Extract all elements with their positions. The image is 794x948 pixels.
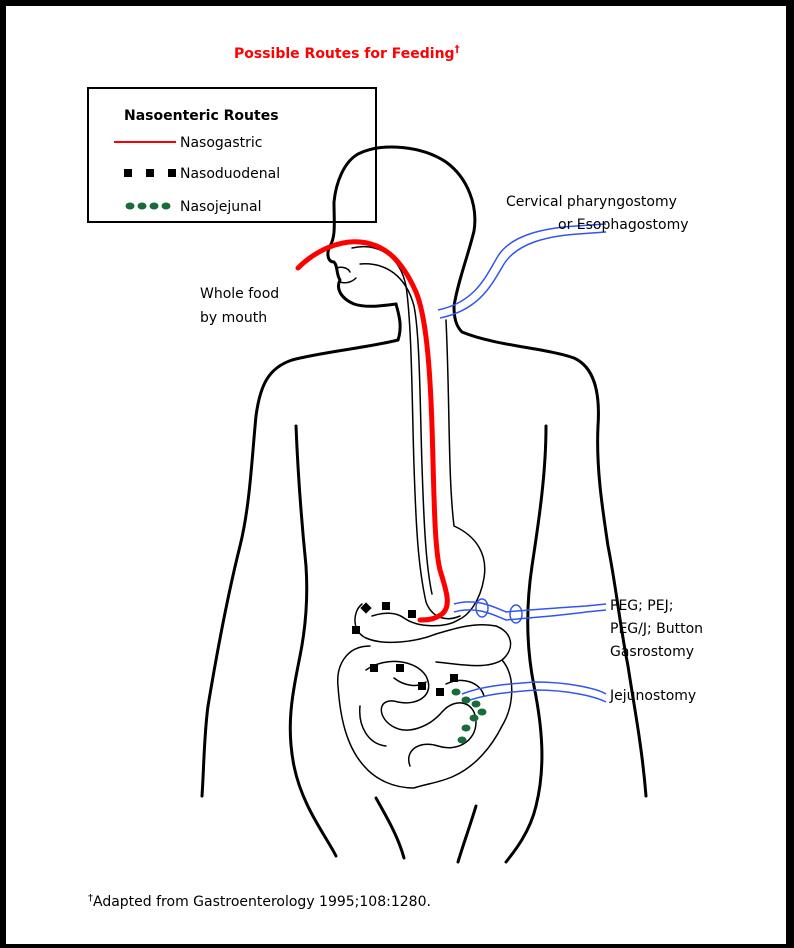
feeding-routes-diagram: Possible Routes for Feeding† Nasoenteric… bbox=[6, 6, 786, 944]
ostomy-tubes bbox=[438, 224, 606, 702]
right-torso-outline bbox=[506, 426, 546, 862]
peg-tube-ring-1 bbox=[476, 599, 488, 617]
label-peg-line2: PEG/J; Button bbox=[610, 621, 703, 637]
label-whole-food-line2: by mouth bbox=[200, 310, 267, 326]
label-cervical-line2: or Esophagostomy bbox=[558, 217, 689, 233]
peg-tube-ring-2 bbox=[510, 605, 522, 623]
nasoduodenal-marker bbox=[382, 602, 390, 610]
small-intestine-loops bbox=[360, 661, 484, 766]
hip-line-left bbox=[376, 798, 404, 858]
nasojejunal-marker bbox=[452, 689, 461, 696]
neck-front bbox=[396, 304, 400, 340]
legend-label-nasoduodenal: Nasoduodenal bbox=[180, 166, 280, 182]
left-arm-outline bbox=[202, 340, 398, 796]
nasoduodenal-marker bbox=[396, 664, 404, 672]
legend-label-nasojejunal: Nasojejunal bbox=[180, 199, 262, 215]
label-jejunostomy: Jejunostomy bbox=[609, 688, 696, 704]
diagram-title: Possible Routes for Feeding† bbox=[234, 44, 460, 62]
nasoduodenal-marker bbox=[436, 688, 444, 696]
legend-swatch-nasoduodenal-2 bbox=[146, 169, 154, 177]
legend-title: Nasoenteric Routes bbox=[124, 108, 279, 124]
legend-swatch-nasojejunal-3 bbox=[150, 203, 159, 210]
nasojejunal-marker bbox=[478, 709, 487, 716]
nasojejunal-marker bbox=[462, 697, 471, 704]
legend-swatch-nasoduodenal-1 bbox=[124, 169, 132, 177]
nasogastric-route bbox=[298, 242, 447, 620]
legend-swatch-nasojejunal-4 bbox=[162, 203, 171, 210]
cervical-tube-b bbox=[440, 232, 606, 318]
nasojejunal-marker bbox=[458, 737, 467, 744]
nasojejunal-marker bbox=[470, 715, 479, 722]
left-torso-outline bbox=[290, 426, 336, 856]
diagram-frame: Possible Routes for Feeding† Nasoenteric… bbox=[6, 6, 786, 944]
legend-swatch-nasoduodenal-3 bbox=[168, 169, 176, 177]
nasoduodenal-marker bbox=[450, 674, 458, 682]
right-arm-outline bbox=[454, 306, 646, 796]
nasoduodenal-marker bbox=[418, 682, 426, 690]
nasojejunal-marker bbox=[462, 725, 471, 732]
label-peg-line1: PEG; PEJ; bbox=[610, 598, 673, 614]
label-whole-food-line1: Whole food bbox=[200, 286, 279, 302]
colon-outline bbox=[338, 646, 512, 788]
label-peg-line3: Gasrostomy bbox=[610, 644, 694, 660]
nasoduodenal-marker bbox=[370, 664, 378, 672]
nasojejunal-marker bbox=[472, 701, 481, 708]
nasoduodenal-marker bbox=[408, 610, 416, 618]
hip-line-right bbox=[458, 806, 476, 862]
legend-label-nasogastric: Nasogastric bbox=[180, 135, 263, 151]
esophagus-outer-left bbox=[352, 247, 460, 619]
footnote: †Adapted from Gastroenterology 1995;108:… bbox=[88, 893, 431, 910]
label-cervical-line1: Cervical pharyngostomy bbox=[506, 194, 677, 210]
legend-swatch-nasojejunal-1 bbox=[126, 203, 135, 210]
nasoduodenal-marker bbox=[352, 626, 360, 634]
legend-swatch-nasojejunal-2 bbox=[138, 203, 147, 210]
